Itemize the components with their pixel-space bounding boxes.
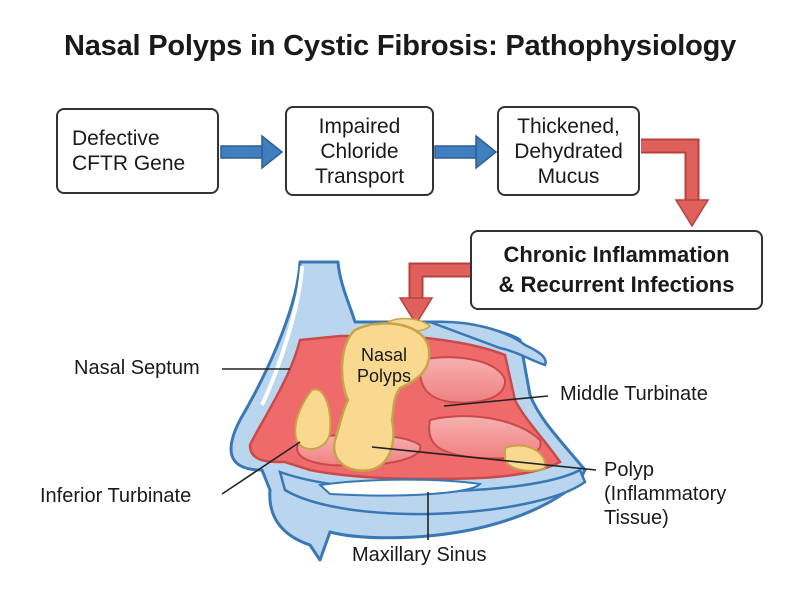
- arrow-step1-to-step2: [220, 134, 284, 170]
- leader-inferior-turbinate: [221, 441, 301, 495]
- arrow-step4-to-polyps: [398, 262, 470, 326]
- flow-text-thickened-mucus: Thickened, Dehydrated Mucus: [514, 114, 623, 188]
- leader-lines: [221, 368, 597, 540]
- nasal-cavity-anatomy: [229, 260, 587, 562]
- flow-text-chronic-inflammation: Chronic Inflammation & Recurrent Infecti…: [498, 242, 735, 297]
- flow-box-impaired-chloride-transport: Impaired Chloride Transport: [285, 106, 434, 196]
- flow-text-impaired-chloride-transport: Impaired Chloride Transport: [314, 114, 405, 188]
- leader-polyp: [371, 446, 597, 471]
- flow-box-chronic-inflammation: Chronic Inflammation & Recurrent Infecti…: [470, 230, 763, 310]
- arrow-step3-to-step4: [641, 138, 710, 228]
- flow-box-thickened-mucus: Thickened, Dehydrated Mucus: [497, 106, 640, 196]
- leader-middle-turbinate: [443, 395, 549, 407]
- arrow-step2-to-step3: [434, 134, 498, 170]
- flow-text-defective-cftr-gene: Defective CFTR Gene: [72, 127, 186, 175]
- flow-box-defective-cftr-gene: Defective CFTR Gene: [56, 108, 219, 194]
